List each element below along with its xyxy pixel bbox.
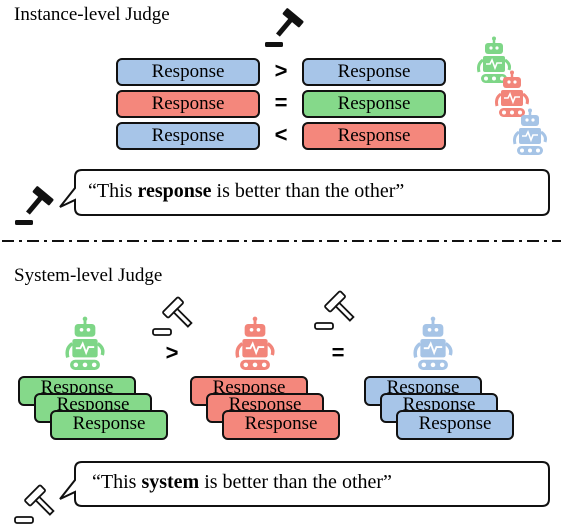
gavel-icon: [15, 186, 54, 225]
robot-icon: [495, 70, 529, 117]
robot-icon: [477, 36, 511, 83]
robot-icon: [513, 108, 547, 155]
robot-icon: [235, 316, 275, 371]
system-level-title: System-level Judge: [14, 265, 163, 286]
gavel-outline-icon: [152, 296, 193, 336]
section-divider: [2, 240, 561, 242]
system-quote-text: “This system is better than the other”: [92, 471, 392, 493]
system-response-card: Response: [18, 376, 136, 406]
instance-response-left: Response: [116, 58, 260, 86]
instance-quote-text: “This response is better than the other”: [88, 180, 405, 202]
robot-icon: [413, 316, 453, 371]
instance-comparison-op: =: [274, 90, 288, 115]
robot-icon: [65, 316, 105, 371]
instance-response-right: Response: [302, 58, 446, 86]
system-response-card: Response: [396, 410, 514, 440]
gavel-outline-icon: [14, 484, 55, 524]
gavel-outline-icon: [314, 290, 355, 330]
instance-level-title: Instance-level Judge: [14, 4, 170, 25]
system-response-card: Response: [222, 410, 340, 440]
system-op-greater: >: [165, 340, 179, 365]
instance-response-right: Response: [302, 90, 446, 118]
instance-response-left: Response: [116, 90, 260, 118]
instance-response-right: Response: [302, 122, 446, 150]
instance-comparison-op: >: [274, 58, 288, 83]
instance-comparison-op: <: [274, 122, 288, 147]
gavel-icon: [265, 8, 304, 47]
system-response-card: Response: [50, 410, 168, 440]
instance-response-left: Response: [116, 122, 260, 150]
system-op-equal: =: [331, 340, 345, 365]
